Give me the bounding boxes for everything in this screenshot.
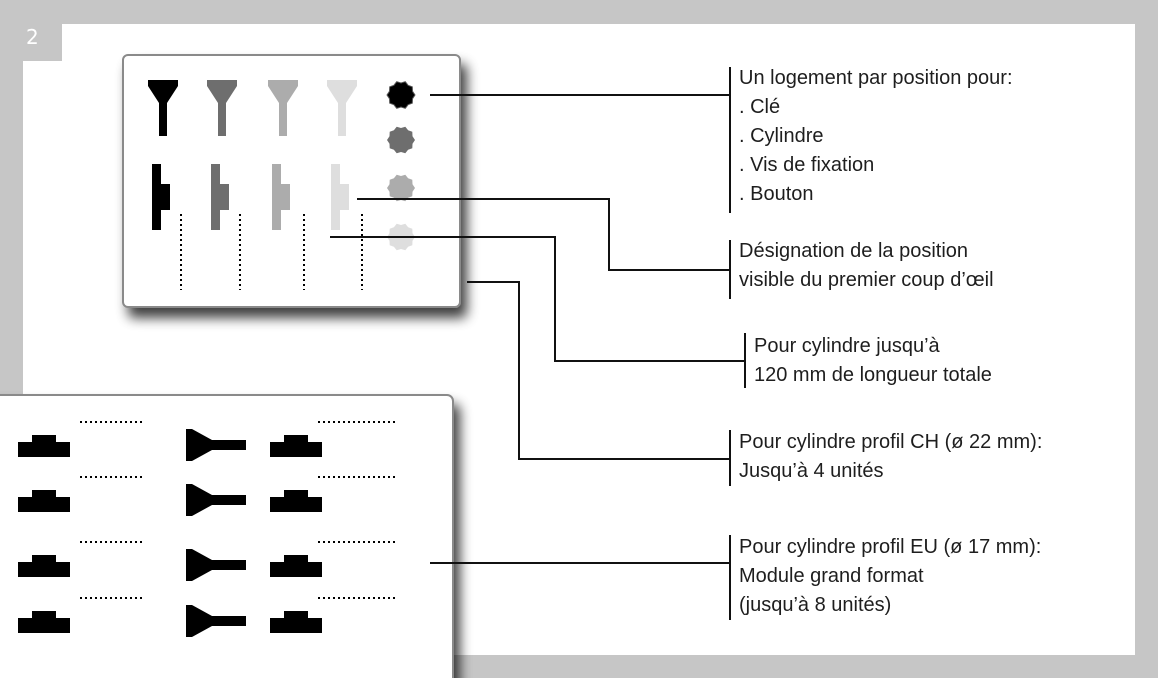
key-icon [327, 80, 357, 136]
callout-slots-title: Un logement par position pour: [739, 67, 1013, 89]
cylinder-icon [331, 164, 349, 230]
key-row [148, 80, 357, 136]
page-number: 2 [15, 14, 62, 61]
callout-slots-item-knob: . Bouton [739, 183, 814, 205]
leader-profile-ch [467, 281, 730, 460]
key-icon [186, 484, 246, 516]
key-icon [186, 605, 246, 637]
cylinder-icon [272, 164, 290, 230]
callout-designation-line-1: Désignation de la position [739, 240, 969, 262]
callout-length: Pour cylindre jusqu’à 120 mm de longueur… [754, 332, 992, 390]
leader-length [330, 236, 745, 362]
cylinder-icon [18, 435, 70, 457]
knob-icon [387, 174, 415, 202]
cylinder-row [152, 164, 349, 230]
callout-length-line-1: Pour cylindre jusqu’à [754, 335, 940, 357]
callout-profile-ch-line-1: Pour cylindre profil CH (ø 22 mm): [739, 431, 1043, 453]
knob-icon [387, 126, 415, 154]
large-format-grid [18, 421, 398, 637]
cylinder-icon [18, 555, 70, 577]
callout-designation: Désignation de la position visible du pr… [739, 237, 994, 295]
cylinder-icon [152, 164, 170, 230]
callout-designation-line-2: visible du premier coup d’œil [739, 269, 994, 291]
key-icon [148, 80, 178, 136]
callout-profile-eu-line-3: (jusqu’à 8 unités) [739, 594, 892, 616]
cylinder-icon [18, 490, 70, 512]
callout-length-line-2: 120 mm de longueur totale [754, 364, 992, 386]
top-module-panel [122, 54, 461, 308]
top-module-frame [122, 54, 461, 308]
callout-profile-eu-line-1: Pour cylindre profil EU (ø 17 mm): [739, 536, 1042, 558]
key-icon [186, 429, 246, 461]
key-icon [207, 80, 237, 136]
cylinder-icon [18, 611, 70, 633]
callout-slots: Un logement par position pour: . Clé . C… [739, 64, 1013, 209]
callout-slots-item-key: . Clé [739, 96, 781, 118]
bottom-module-frame [0, 394, 454, 678]
cylinder-icon [211, 164, 229, 230]
knob-column [386, 81, 416, 251]
key-icon [268, 80, 298, 136]
callout-profile-eu-line-2: Module grand format [739, 565, 924, 587]
leader-lines [330, 67, 746, 620]
cylinder-icon [270, 555, 322, 577]
callout-profile-eu: Pour cylindre profil EU (ø 17 mm): Modul… [739, 533, 1041, 620]
key-icon [186, 549, 246, 581]
cylinder-icon [270, 490, 322, 512]
cylinder-icon [270, 435, 322, 457]
leader-designation [357, 198, 730, 271]
bottom-module-panel [0, 394, 454, 678]
callout-slots-item-screw: . Vis de fixation [739, 154, 875, 176]
knob-icon [386, 81, 416, 109]
callout-profile-ch-line-2: Jusqu’à 4 unités [739, 460, 884, 482]
callout-profile-ch: Pour cylindre profil CH (ø 22 mm): Jusqu… [739, 428, 1042, 486]
cylinder-icon [270, 611, 322, 633]
callout-slots-item-cylinder: . Cylindre [739, 125, 824, 147]
